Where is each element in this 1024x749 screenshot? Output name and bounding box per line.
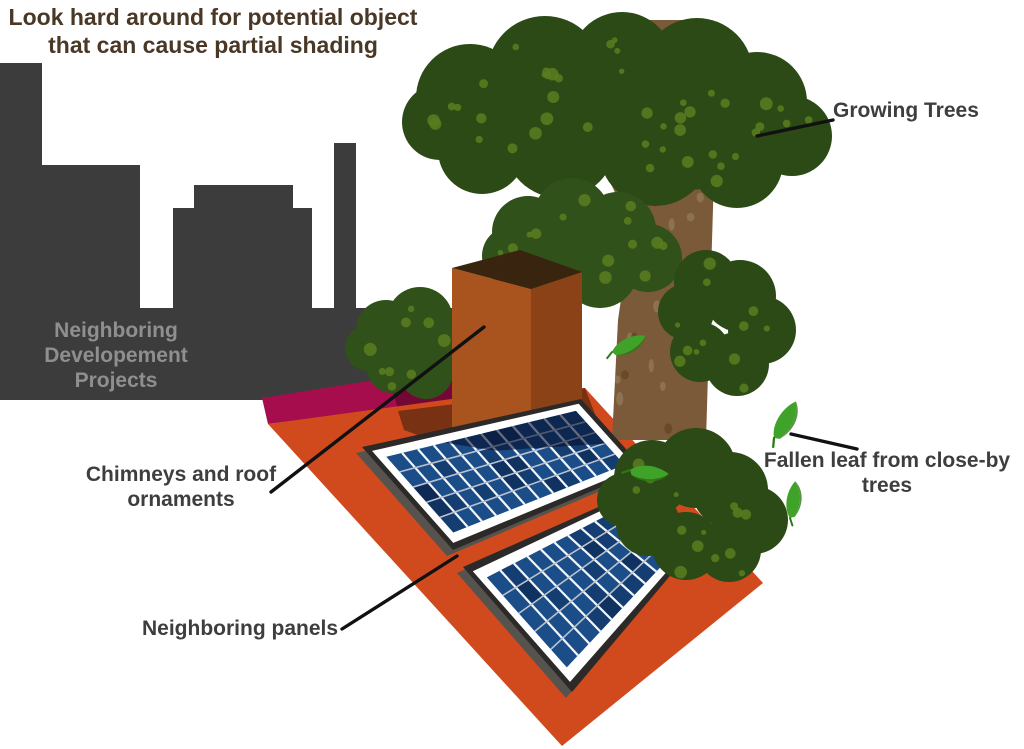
fallen-leaf-icon [606, 335, 646, 360]
canopy-top [402, 12, 832, 208]
label-neighboring-panels: Neighboring panels [142, 617, 339, 640]
solar-panel-1 [356, 399, 644, 556]
leader-neighboring-panels [340, 554, 459, 631]
title-line-2: that can cause partial shading [48, 32, 378, 59]
city-skyline [0, 63, 468, 400]
diagram-title: Look hard around for potential object th… [8, 3, 418, 59]
label-chimneys: Chimneys and roof ornaments [85, 463, 277, 512]
chimney-top-face [452, 250, 582, 289]
label-fallen-leaf: Fallen leaf from close-by trees [763, 449, 1011, 498]
label-neighboring-projects: Neighboring Developement Projects [44, 319, 188, 393]
canopy-right [658, 250, 796, 396]
label-growing-trees: Growing Trees [833, 99, 979, 122]
falling-leaves [606, 335, 802, 527]
leader-growing-trees [755, 118, 835, 138]
fallen-leaf-icon [621, 465, 669, 482]
leader-lines [269, 118, 859, 631]
bush-bottom-right [597, 428, 788, 582]
leader-chimneys [269, 325, 486, 494]
cast-shadow-on-panel [444, 410, 606, 451]
fallen-leaf-icon [772, 401, 798, 449]
leader-fallen-leaf [789, 432, 859, 451]
title-line-1: Look hard around for potential object [8, 4, 418, 30]
canopy-right-speckles [674, 257, 770, 393]
canopy-top-speckles [427, 37, 813, 188]
chimney-front-face [452, 268, 531, 458]
fallen-leaf-icon [786, 481, 802, 527]
canopy-mid [482, 178, 682, 310]
